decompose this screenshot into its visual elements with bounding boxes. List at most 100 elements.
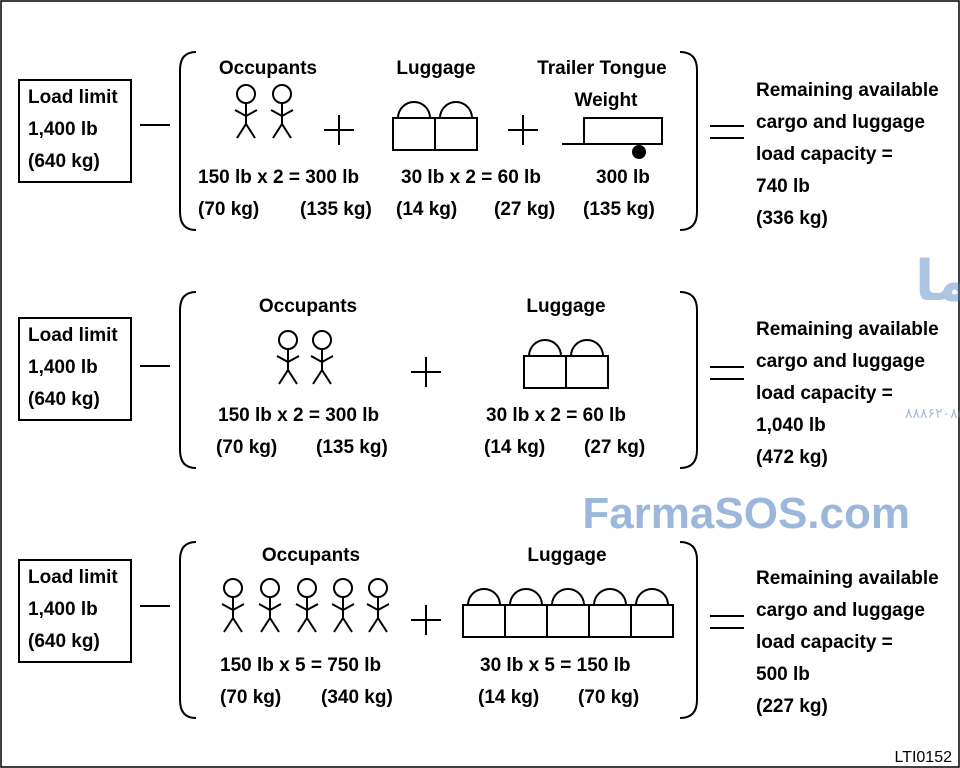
result-line: load capacity = <box>756 144 893 165</box>
luggage-icons <box>462 588 674 638</box>
left-bracket <box>179 51 197 231</box>
result-text: Remaining available cargo and luggage lo… <box>756 319 939 468</box>
left-bracket <box>179 541 197 719</box>
load-limit-kg: (640 kg) <box>28 631 100 652</box>
result-kg: (227 kg) <box>756 696 828 717</box>
luggage-icon <box>434 101 478 151</box>
occupants-calc: 150 lb x 5 = 750 lb <box>220 655 381 676</box>
result-lb: 500 lb <box>756 664 810 685</box>
watermark-site: FarmaSOS.com <box>582 489 910 538</box>
load-limit-kg: (640 kg) <box>28 151 100 172</box>
occupants-kg-total: (340 kg) <box>321 687 393 708</box>
result-line: Remaining available <box>756 80 939 101</box>
right-bracket <box>679 51 698 231</box>
result-lb: 1,040 lb <box>756 415 826 436</box>
term-title: Occupants <box>259 296 357 317</box>
term-title: Luggage <box>527 545 606 566</box>
luggage-kg-total: (27 kg) <box>584 437 645 458</box>
luggage-icons <box>392 101 478 151</box>
figure-code: LTI0152 <box>894 749 952 766</box>
load-limit-box: Load limit 1,400 lb (640 kg) <box>18 317 132 421</box>
result-line: cargo and luggage <box>756 112 925 133</box>
luggage-calc: 30 lb x 2 = 60 lb <box>401 167 541 188</box>
luggage-icon <box>462 588 506 638</box>
person-icon <box>366 578 390 633</box>
luggage-calc: 30 lb x 2 = 60 lb <box>486 405 626 426</box>
result-line: load capacity = <box>756 632 893 653</box>
load-limit-lb: 1,400 lb <box>28 599 98 620</box>
load-limit-lb: 1,400 lb <box>28 357 98 378</box>
occupants-calc: 150 lb x 2 = 300 lb <box>218 405 379 426</box>
row-1: Load limit 1,400 lb (640 kg) Occupants L… <box>18 51 939 231</box>
luggage-icon <box>588 588 632 638</box>
load-limit-box: Load limit 1,400 lb (640 kg) <box>18 559 132 663</box>
trailer-calc: 300 lb <box>596 167 650 188</box>
person-icon <box>310 330 334 385</box>
plus-sign <box>411 605 441 635</box>
watermark: امداد خودرو فارما FarmaSOS.com تلفن شبان… <box>582 249 960 538</box>
luggage-icons <box>523 339 609 389</box>
luggage-icon <box>546 588 590 638</box>
luggage-kg-unit: (14 kg) <box>478 687 539 708</box>
occupants-calc: 150 lb x 2 = 300 lb <box>198 167 359 188</box>
occupants-kg-unit: (70 kg) <box>216 437 277 458</box>
term-title: Occupants <box>262 545 360 566</box>
result-line: cargo and luggage <box>756 351 925 372</box>
result-line: load capacity = <box>756 383 893 404</box>
luggage-calc: 30 lb x 5 = 150 lb <box>480 655 631 676</box>
watermark-arabic-title: امداد خودرو فارما <box>915 249 960 314</box>
luggage-kg-total: (70 kg) <box>578 687 639 708</box>
luggage-icon <box>392 101 436 151</box>
result-line: cargo and luggage <box>756 600 925 621</box>
occupant-icons <box>276 330 334 385</box>
luggage-icon <box>523 339 567 389</box>
load-limit-lb: 1,400 lb <box>28 119 98 140</box>
result-lb: 740 lb <box>756 176 810 197</box>
equals-sign <box>710 125 744 139</box>
right-bracket <box>679 541 698 719</box>
occupants-kg-total: (135 kg) <box>300 199 372 220</box>
occupants-kg-unit: (70 kg) <box>220 687 281 708</box>
load-limit-label: Load limit <box>28 567 118 588</box>
result-text: Remaining available cargo and luggage lo… <box>756 568 939 717</box>
term-title-line2: Weight <box>575 90 639 111</box>
result-text: Remaining available cargo and luggage lo… <box>756 80 939 229</box>
luggage-kg-total: (27 kg) <box>494 199 555 220</box>
person-icon <box>276 330 300 385</box>
person-icon <box>221 578 245 633</box>
occupants-kg-total: (135 kg) <box>316 437 388 458</box>
person-icon <box>270 84 294 139</box>
row-3: Load limit 1,400 lb (640 kg) Occupants L… <box>18 541 939 719</box>
plus-sign <box>411 357 441 387</box>
load-limit-label: Load limit <box>28 325 118 346</box>
occupants-kg-unit: (70 kg) <box>198 199 259 220</box>
load-limit-kg: (640 kg) <box>28 389 100 410</box>
load-limit-box: Load limit 1,400 lb (640 kg) <box>18 79 132 183</box>
person-icon <box>295 578 319 633</box>
left-bracket <box>179 291 197 469</box>
luggage-icon <box>504 588 548 638</box>
term-title: Luggage <box>526 296 605 317</box>
term-title: Luggage <box>396 58 475 79</box>
occupant-icons <box>221 578 390 633</box>
person-icon <box>258 578 282 633</box>
result-kg: (336 kg) <box>756 208 828 229</box>
occupant-icons <box>234 84 294 139</box>
person-icon <box>234 84 258 139</box>
plus-sign <box>508 115 538 145</box>
luggage-icon <box>630 588 674 638</box>
luggage-icon <box>565 339 609 389</box>
right-bracket <box>679 291 698 469</box>
equals-sign <box>710 615 744 629</box>
equals-sign <box>710 366 744 380</box>
trailer-kg-total: (135 kg) <box>583 199 655 220</box>
luggage-kg-unit: (14 kg) <box>396 199 457 220</box>
result-kg: (472 kg) <box>756 447 828 468</box>
row-2: Load limit 1,400 lb (640 kg) Occupants L… <box>18 291 939 469</box>
person-icon <box>331 578 355 633</box>
trailer-icon <box>562 117 663 159</box>
watermark-phone: تلفن شبانه روزی: ۰۲۱-۸۸۸۶۲۰۸۵ <box>905 406 960 422</box>
